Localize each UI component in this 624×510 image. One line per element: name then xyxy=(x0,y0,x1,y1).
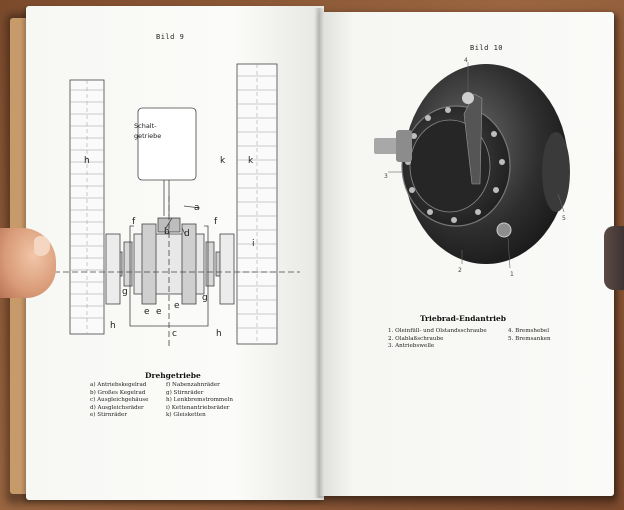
left-legend-title: Drehgetriebe xyxy=(145,371,201,380)
oil-plug xyxy=(496,222,512,238)
drivetrain-diagram: Schalt- getriebe h k k i a b d f f g g h… xyxy=(54,63,300,346)
letter-i: i xyxy=(252,239,255,249)
letter-h2: h xyxy=(110,321,116,331)
left-legend-col2: f) Nabenzahnräder g) Stirnräder h) Lenkb… xyxy=(166,382,233,420)
left-legend-col1: a) Antriebskegelrad b) Großes Kegelrad c… xyxy=(90,382,148,420)
letter-d: d xyxy=(184,229,190,239)
letter-a: a xyxy=(194,203,200,213)
right-caption-title: Triebrad-Endantrieb xyxy=(420,314,507,323)
legend-item: 2. Olablaßschraube xyxy=(388,335,444,342)
legend-item: i) Kettenantriebsräder xyxy=(166,404,230,411)
letter-g1: g xyxy=(122,287,128,297)
letter-c: c xyxy=(172,329,177,339)
callout-1: 1 xyxy=(510,271,514,278)
callout-4: 4 xyxy=(464,57,468,64)
legend-item: b) Großes Kegelrad xyxy=(90,389,146,396)
left-thumb-nail xyxy=(34,236,50,256)
right-legend-col1: 1. Oleinfüll- und Olstandsschraube 2. Ol… xyxy=(388,328,487,351)
callout-3: 3 xyxy=(384,173,388,180)
letter-e3: e xyxy=(174,301,180,311)
callout-5: 5 xyxy=(562,215,566,222)
right-hand-thumb xyxy=(604,226,624,290)
left-figure-title: Bild 9 xyxy=(156,33,185,41)
right-figure-title: Bild 10 xyxy=(470,44,504,52)
letter-b: b xyxy=(164,227,170,237)
legend-item: a) Antriebskegelrad xyxy=(90,382,147,388)
book-gutter xyxy=(314,8,324,498)
legend-item: h) Lenkbremstrommeln xyxy=(166,397,233,404)
legend-item: c) Ausgleichgehäuse xyxy=(90,397,149,404)
gearbox-label-2: getriebe xyxy=(134,132,161,140)
letter-k2: k xyxy=(248,156,254,166)
legend-item: 5. Bremsanken xyxy=(508,335,551,342)
letter-f1: f xyxy=(132,217,136,227)
legend-item: 1. Oleinfüll- und Olstandsschraube xyxy=(388,328,487,334)
final-drive-photo: 4 3 2 1 5 xyxy=(374,57,570,278)
letter-f2: f xyxy=(214,217,218,227)
legend-item: 3. Antriebswelle xyxy=(388,343,435,350)
letter-h3: h xyxy=(216,329,222,339)
letter-e2: e xyxy=(156,307,162,317)
legend-item: f) Nabenzahnräder xyxy=(166,382,220,388)
right-legend-col2: 4. Bremshebel 5. Bremsanken xyxy=(508,328,551,343)
letter-h: h xyxy=(84,156,90,166)
legend-item: g) Stirnräder xyxy=(166,389,204,396)
letter-e1: e xyxy=(144,307,150,317)
legend-item: 4. Bremshebel xyxy=(508,328,549,334)
legend-item: d) Ausgleichsräder xyxy=(90,404,144,411)
legend-item: k) Gleisketten xyxy=(166,412,206,419)
letter-g2: g xyxy=(202,293,208,303)
gearbox-label-1: Schalt- xyxy=(134,122,157,130)
callout-2: 2 xyxy=(458,267,462,274)
gearbox-box xyxy=(137,107,197,181)
letter-k1: k xyxy=(220,156,226,166)
legend-item: e) Stirnräder xyxy=(90,412,127,419)
